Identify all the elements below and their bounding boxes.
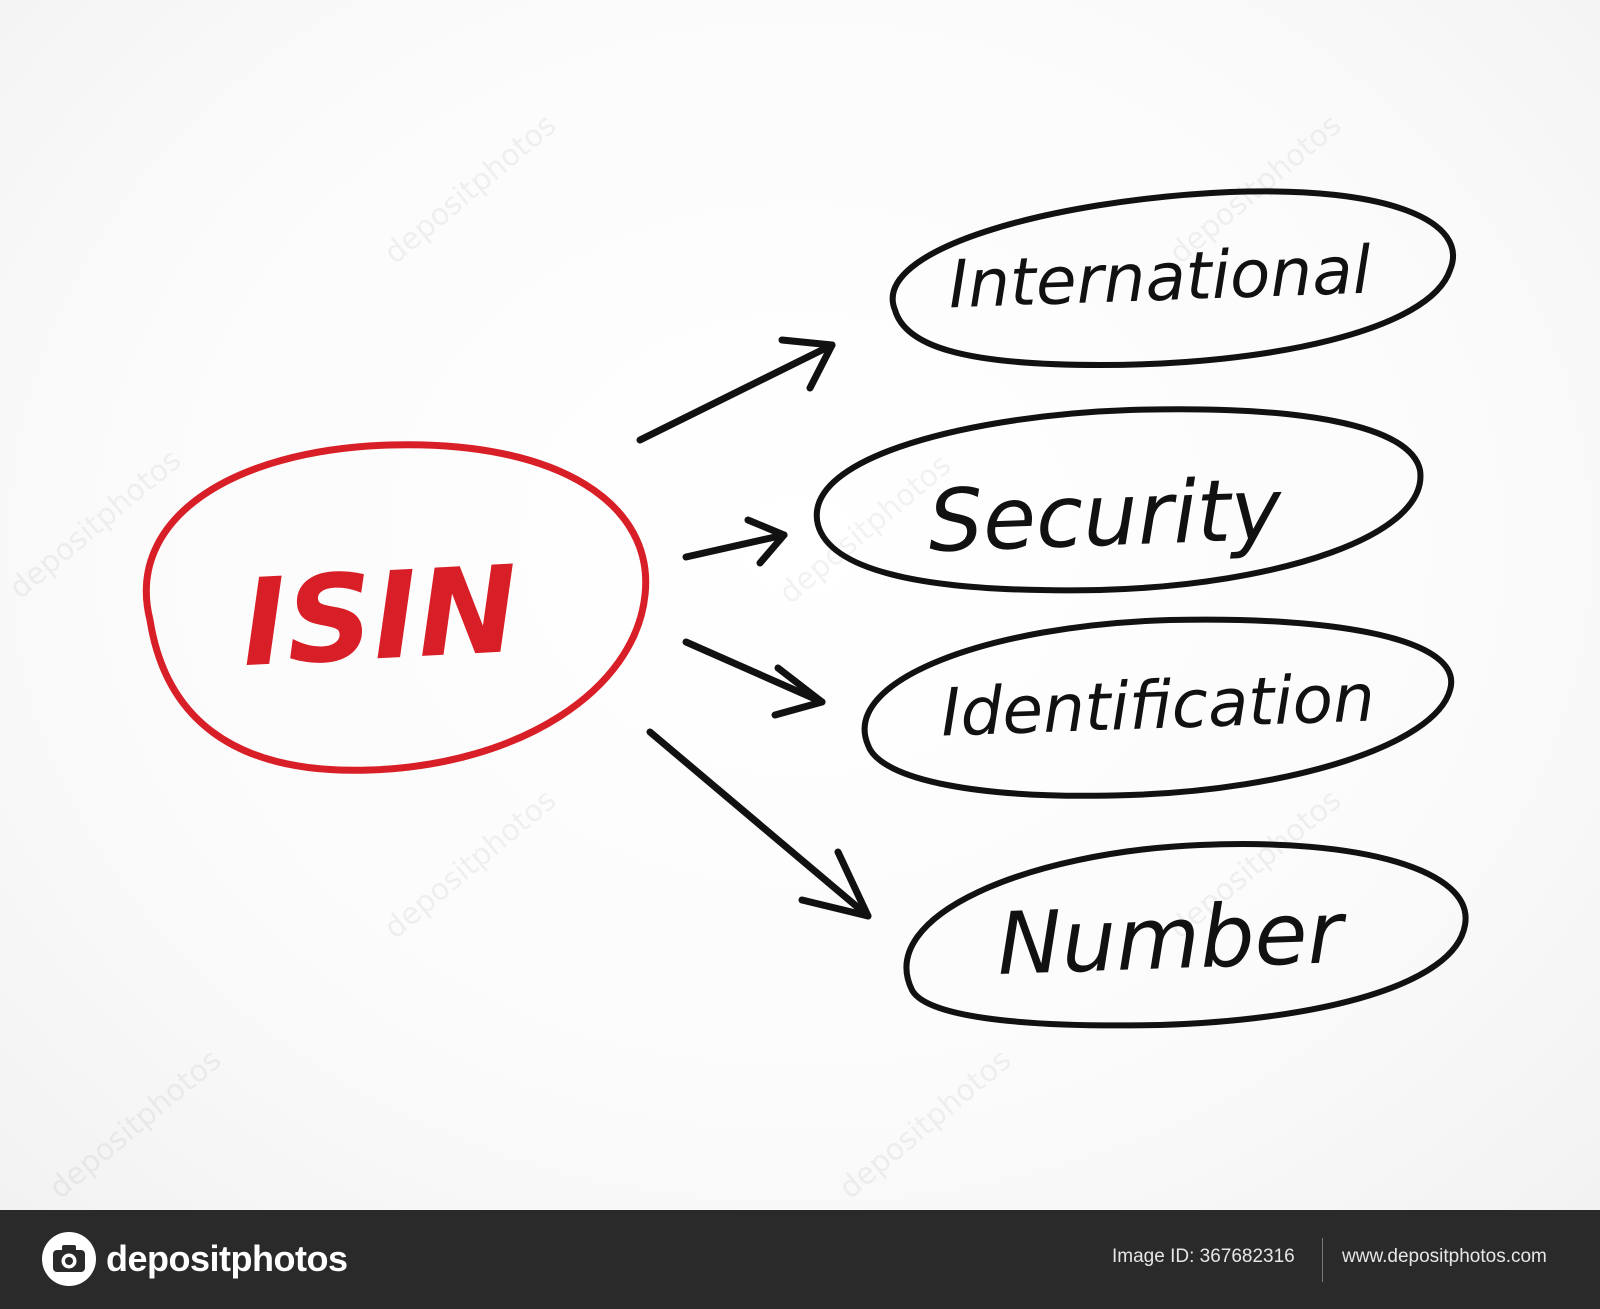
watermark-text: depositphotos <box>3 443 189 607</box>
center-label: ISIN <box>238 541 521 694</box>
watermark-text: depositphotos <box>833 1043 1019 1207</box>
brand-name: depositphotos <box>106 1238 348 1279</box>
item-ellipse <box>861 616 1455 799</box>
camera-icon <box>42 1232 96 1286</box>
diagram-canvas: depositphotos depositphotos depositphoto… <box>0 0 1600 1210</box>
arrow-to-international <box>636 336 836 444</box>
footer-bar: depositphotos Image ID: 367682316 www.de… <box>0 1210 1600 1309</box>
item-ellipse <box>889 188 1456 368</box>
arrow-to-identification <box>682 638 826 719</box>
watermark-text: depositphotos <box>43 1043 229 1207</box>
footer-divider <box>1322 1238 1323 1282</box>
item-label: Number <box>996 883 1349 995</box>
center-node: ISIN <box>142 441 650 774</box>
arrow-to-number <box>646 728 872 920</box>
center-ellipse <box>142 441 650 774</box>
watermark-text: depositphotos <box>378 108 564 272</box>
arrows <box>636 336 872 920</box>
watermark-text: depositphotos <box>378 783 564 947</box>
item-node-security: Security <box>813 406 1424 594</box>
isin-acronym-diagram: depositphotos depositphotos depositphoto… <box>3 108 1469 1207</box>
item-label: International <box>947 232 1372 324</box>
brand-logo[interactable]: depositphotos <box>40 1228 348 1290</box>
image-id-label: Image ID: 367682316 <box>1112 1246 1295 1267</box>
site-url-link[interactable]: www.depositphotos.com <box>1342 1246 1547 1267</box>
item-node-identification: Identification <box>861 616 1455 799</box>
item-label: Security <box>927 460 1285 572</box>
item-node-number: Number <box>903 841 1469 1029</box>
item-node-international: International <box>889 188 1456 368</box>
item-ellipse <box>813 406 1424 594</box>
item-label: Identification <box>940 659 1376 751</box>
arrow-to-security <box>682 516 788 567</box>
item-ellipse <box>903 841 1469 1029</box>
